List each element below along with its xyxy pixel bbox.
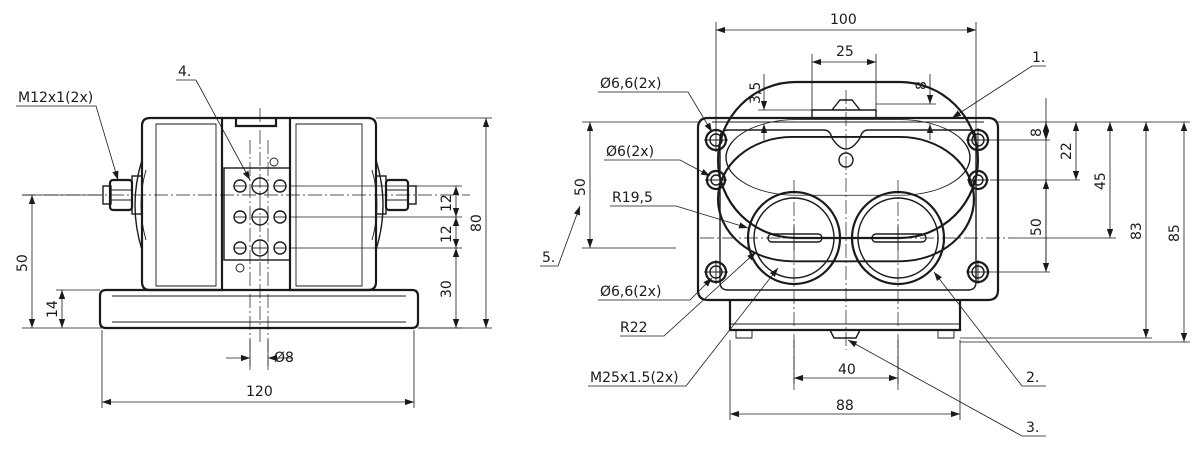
dim-120	[101, 330, 415, 408]
base-plate	[98, 288, 420, 330]
label-callout-4: 4.	[178, 64, 191, 80]
label-r22: R22	[620, 320, 648, 336]
dim-100	[715, 22, 977, 130]
label-dim-dia8: Ø8	[274, 350, 294, 366]
dim-25	[811, 54, 877, 110]
dim-88	[729, 340, 961, 420]
leader-r22	[620, 251, 757, 337]
label-dim-88: 88	[836, 398, 854, 414]
left-housing	[134, 116, 224, 292]
label-dim-40: 40	[838, 362, 856, 378]
dim-right-stack	[960, 98, 1190, 343]
dim-40	[793, 340, 899, 384]
label-dim-3-5: 3,5	[748, 82, 764, 104]
label-dim-50-front: 50	[573, 178, 589, 196]
label-dim-22: 22	[1059, 142, 1075, 160]
leader-callout-3	[847, 339, 1046, 437]
label-dim-45: 45	[1093, 172, 1109, 190]
dim-8-top	[876, 74, 936, 140]
mount-hole-ml	[705, 169, 727, 191]
label-dim-83: 83	[1129, 222, 1145, 240]
label-dim-85: 85	[1167, 224, 1183, 242]
label-dim-8-right: 8	[1029, 128, 1045, 137]
mount-hole-bl	[704, 260, 728, 284]
front-housing	[696, 99, 1000, 302]
dim-50-front	[582, 121, 698, 249]
label-r195: R19,5	[612, 190, 653, 206]
leader-callout-5	[540, 205, 581, 267]
label-dim-50-right: 50	[1029, 218, 1045, 236]
label-dim-30: 30	[439, 280, 455, 298]
label-callout-5: 5.	[542, 250, 555, 266]
dim-3-5	[758, 74, 812, 140]
label-callout-1: 1.	[1032, 50, 1045, 66]
label-dim-12-a: 12	[439, 194, 455, 212]
label-dim-120: 120	[246, 384, 273, 400]
leader-hole-66-bottom	[598, 277, 713, 301]
dim-14-side	[56, 289, 100, 328]
label-m25: M25x1.5(2x)	[590, 370, 679, 386]
mount-hole-tr	[966, 128, 990, 152]
label-dim-14-side: 14	[45, 300, 61, 318]
label-hole-6: Ø6(2x)	[606, 144, 654, 160]
dim-80-side	[376, 117, 492, 329]
front-view: 100 25 3,5 8 1. Ø6,6(2x) Ø6(2x) 50 R19,5…	[540, 12, 1190, 437]
leader-callout-4	[176, 79, 251, 181]
right-housing	[288, 116, 384, 292]
leader-m25	[588, 267, 779, 387]
front-lower-body	[728, 300, 962, 339]
dim-dia8	[226, 340, 292, 366]
label-thread-m12: M12x1(2x)	[18, 90, 93, 106]
oval-cable-entry	[716, 80, 980, 240]
leader-hole-66-top	[598, 91, 713, 133]
leader-m12	[16, 105, 119, 181]
label-dim-12-b: 12	[439, 225, 455, 243]
leader-callout-1	[951, 65, 1046, 119]
label-hole-66-top: Ø6,6(2x)	[600, 76, 661, 92]
mount-hole-mr	[967, 169, 989, 191]
leader-r195	[610, 205, 749, 229]
label-dim-50-side: 50	[15, 254, 31, 272]
leader-hole-6	[604, 159, 711, 177]
oval-outer	[716, 136, 976, 263]
label-hole-66-bottom: Ø6,6(2x)	[600, 284, 661, 300]
top-cap	[222, 116, 290, 128]
label-callout-2: 2.	[1026, 370, 1039, 386]
label-dim-25: 25	[836, 44, 854, 60]
terminal-block	[223, 157, 291, 273]
label-dim-8-top: 8	[914, 81, 930, 90]
side-view: M12x1(2x) 4. 50 14 12 12 30 80 Ø8 120	[15, 64, 492, 408]
label-dim-80-side: 80	[469, 214, 485, 232]
mount-hole-br	[966, 260, 990, 284]
label-dim-100: 100	[830, 12, 857, 28]
label-callout-3: 3.	[1026, 420, 1039, 436]
leader-callout-2	[933, 271, 1046, 387]
